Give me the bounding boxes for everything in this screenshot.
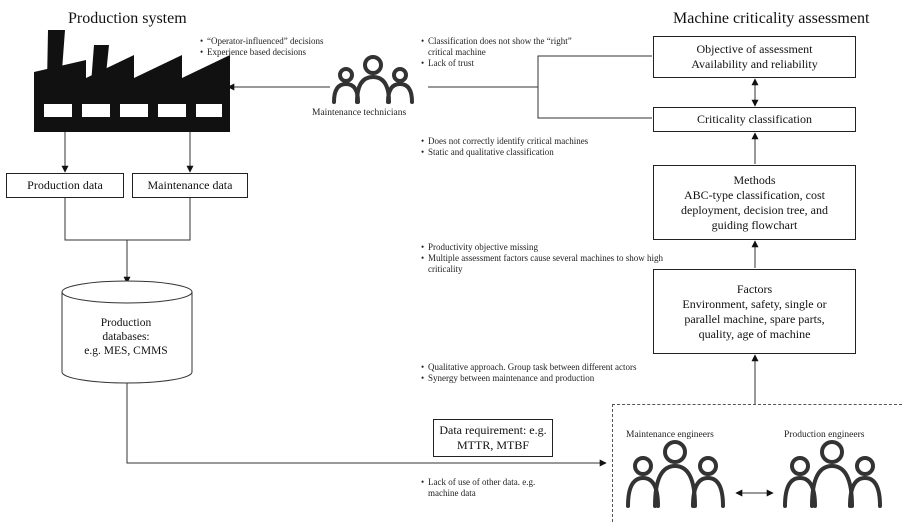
production-data-label: Production data bbox=[27, 178, 103, 192]
data-requirement-line-1: Data requirement: e.g. bbox=[439, 423, 547, 437]
factors-line-2: parallel machine, spare parts, bbox=[684, 311, 825, 326]
factors-box: Factors Environment, safety, single or p… bbox=[653, 269, 856, 354]
engineer-issue-1: Qualitative approach. Group task between… bbox=[428, 362, 637, 372]
methods-issue-2: Static and qualitative classification bbox=[428, 147, 554, 157]
methods-issue-1: Does not correctly identify critical mac… bbox=[428, 136, 589, 146]
factor-issue-2-cont: criticality bbox=[428, 264, 463, 274]
data-requirement-line-2: MTTR, MTBF bbox=[456, 438, 529, 452]
methods-box: Methods ABC-type classification, cost de… bbox=[653, 165, 856, 240]
data-merge-line bbox=[64, 198, 191, 241]
production-engineers-label: Production engineers bbox=[784, 430, 865, 440]
criticality-classification-box: Criticality classification bbox=[653, 107, 856, 132]
production-data-box: Production data bbox=[6, 173, 124, 198]
data-requirement-box: Data requirement: e.g. MTTR, MTBF bbox=[433, 419, 553, 457]
methods-line-2: deployment, decision tree, and bbox=[681, 202, 828, 217]
technician-note-2: Experience based decisions bbox=[207, 47, 306, 57]
production-system-heading: Production system bbox=[68, 10, 187, 27]
data-issue-1-cont: machine data bbox=[428, 488, 476, 498]
factor-issue-notes: •Productivity objective missing •Multipl… bbox=[421, 242, 663, 274]
data-issue-notes: •Lack of use of other data. e.g. machine… bbox=[421, 477, 536, 498]
people-group-icon bbox=[783, 440, 882, 508]
factors-title: Factors bbox=[736, 281, 773, 296]
arrow-database-to-engineers bbox=[126, 380, 607, 467]
methods-line-3: guiding flowchart bbox=[711, 217, 798, 232]
engineer-issue-notes: •Qualitative approach. Group task betwee… bbox=[421, 362, 637, 383]
engineers-region bbox=[612, 404, 902, 522]
people-group-icon bbox=[626, 440, 725, 508]
database-line-2: databases: bbox=[102, 331, 150, 343]
classification-issue-1: Classification does not show the “right” bbox=[428, 36, 572, 46]
database-line-3: e.g. MES, CMMS bbox=[84, 345, 168, 357]
technician-notes: •“Operator-influenced” decisions •Experi… bbox=[200, 36, 324, 57]
technician-note-1: “Operator-influenced” decisions bbox=[207, 36, 324, 46]
factor-issue-2: Multiple assessment factors cause severa… bbox=[428, 253, 663, 263]
production-databases-label: Production databases: e.g. MES, CMMS bbox=[61, 316, 191, 358]
maintenance-data-label: Maintenance data bbox=[147, 178, 233, 192]
maintenance-engineers-label: Maintenance engineers bbox=[626, 430, 714, 440]
criticality-classification-label: Criticality classification bbox=[697, 112, 812, 126]
people-group-icon bbox=[332, 55, 414, 104]
factor-issue-1: Productivity objective missing bbox=[428, 242, 538, 252]
objective-subtitle: Availability and reliability bbox=[691, 57, 818, 71]
database-icon bbox=[61, 280, 193, 384]
methods-issue-notes: •Does not correctly identify critical ma… bbox=[421, 136, 589, 157]
methods-line-1: ABC-type classification, cost bbox=[684, 187, 825, 202]
factors-line-1: Environment, safety, single or bbox=[682, 296, 827, 311]
objective-box: Objective of assessment Availability and… bbox=[653, 36, 856, 78]
database-line-1: Production bbox=[100, 317, 152, 329]
maintenance-data-box: Maintenance data bbox=[132, 173, 248, 198]
factors-line-3: quality, age of machine bbox=[698, 326, 811, 341]
engineer-issue-2: Synergy between maintenance and producti… bbox=[428, 373, 595, 383]
data-issue-1: Lack of use of other data. e.g. bbox=[428, 477, 536, 487]
maintenance-technicians-label: Maintenance technicians bbox=[312, 108, 407, 118]
methods-title: Methods bbox=[733, 172, 776, 187]
machine-criticality-heading: Machine criticality assessment bbox=[673, 10, 870, 27]
classification-issue-notes: •Classification does not show the “right… bbox=[421, 36, 572, 68]
objective-title: Objective of assessment bbox=[696, 42, 813, 56]
classification-issue-1-cont: critical machine bbox=[428, 47, 486, 57]
classification-issue-2: Lack of trust bbox=[428, 58, 474, 68]
